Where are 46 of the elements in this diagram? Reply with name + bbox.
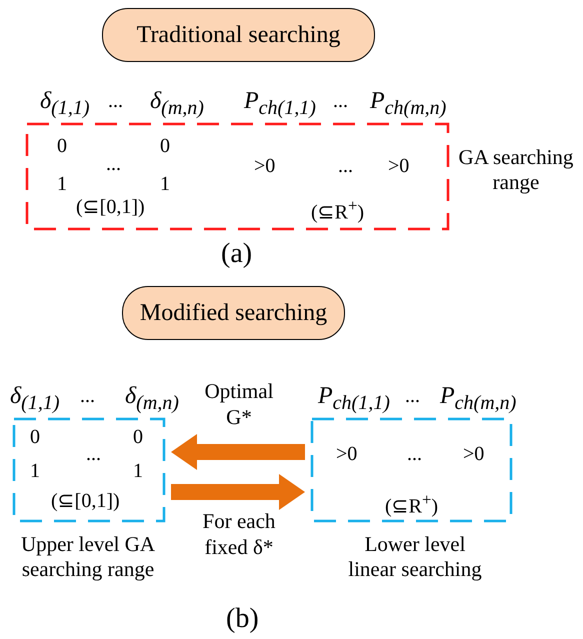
matrix-entry: 1 <box>30 460 40 483</box>
panel-label: (a) <box>221 238 252 270</box>
rounded-box <box>102 8 375 62</box>
variable-label: P$_{ch(m,n)}$ <box>440 383 516 415</box>
box-title: Traditional searching <box>136 22 340 48</box>
range-note: (⊆R$^{+}$) <box>311 196 364 225</box>
matrix-entry: 1 <box>133 460 143 483</box>
variable-label: P$_{ch(m,n)}$ <box>370 88 446 120</box>
matrix-entry: >0 <box>336 443 358 466</box>
matrix-entry: 0 <box>160 135 170 158</box>
side-caption: Lower level linear searching <box>347 532 483 582</box>
variable-label: P$_{ch(1,1)}$ <box>244 88 316 120</box>
matrix-entry: >0 <box>463 443 484 466</box>
matrix-entry: 0 <box>57 135 67 158</box>
variable-label: P$_{ch(1,1)}$ <box>318 383 390 415</box>
rounded-box <box>122 286 345 340</box>
dashed-box <box>311 418 512 522</box>
range-note: (⊆[0,1]) <box>51 490 120 513</box>
side-caption: Upper level GA searching range <box>20 532 156 582</box>
matrix-entry: 1 <box>57 173 67 196</box>
ellipsis: ... <box>407 443 422 466</box>
edge-label: Optimal G* <box>204 378 274 430</box>
variable-label: δ$_{(m,n)}$ <box>125 383 179 415</box>
matrix-entry: >0 <box>254 155 276 178</box>
matrix-entry: 1 <box>160 173 170 196</box>
ellipsis: ... <box>106 153 121 176</box>
dashed-box <box>13 418 165 522</box>
range-note: (⊆[0,1]) <box>76 196 145 219</box>
dashed-box <box>26 123 449 230</box>
ellipsis: ... <box>86 443 101 466</box>
ellipsis: ... <box>338 155 353 178</box>
ellipsis: ... <box>108 90 123 113</box>
panel-label: (b) <box>226 603 259 636</box>
side-caption: GA searching range <box>458 145 574 196</box>
ellipsis: ... <box>333 90 348 113</box>
ellipsis: ... <box>80 385 95 408</box>
edge-label: For each fixed δ* <box>202 508 276 560</box>
matrix-entry: 0 <box>30 426 40 449</box>
box-title: Modified searching <box>140 300 328 326</box>
variable-label: δ$_{(1,1)}$ <box>10 383 60 415</box>
matrix-entry: >0 <box>388 155 410 178</box>
matrix-entry: 0 <box>133 426 143 449</box>
variable-label: δ$_{(m,n)}$ <box>150 88 204 120</box>
range-note: (⊆R$^{+}$) <box>385 490 438 519</box>
variable-label: δ$_{(1,1)}$ <box>40 88 90 120</box>
ellipsis: ... <box>405 385 420 408</box>
